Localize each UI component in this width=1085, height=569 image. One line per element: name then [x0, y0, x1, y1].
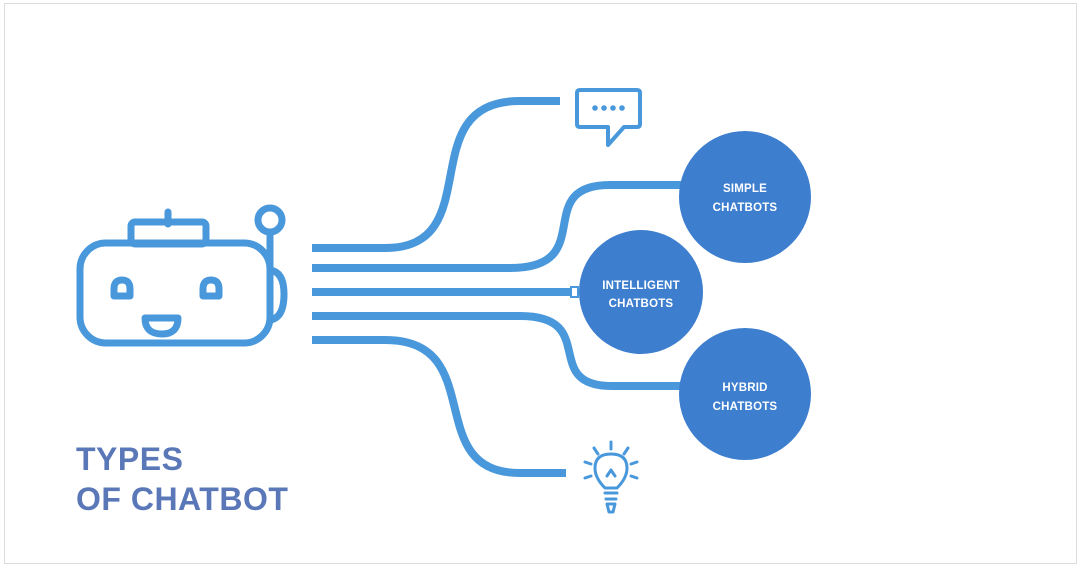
- connector-lines: [312, 97, 690, 477]
- node-label-line2: CHATBOTS: [713, 401, 778, 413]
- lightbulb-icon: [583, 440, 639, 514]
- node-label-line1: HYBRID: [722, 382, 767, 394]
- node-circle: [679, 131, 811, 263]
- node-label-line2: CHATBOTS: [609, 298, 674, 310]
- robot-icon: [76, 204, 288, 347]
- node-circle: [679, 328, 811, 460]
- connector-line-simple: [312, 181, 690, 272]
- chat-bubble-icon: [575, 88, 642, 147]
- page-title-line2: OF CHATBOT: [76, 481, 289, 517]
- connector-line-top: [312, 97, 560, 252]
- page-title-line1: TYPES: [76, 441, 184, 477]
- node-intelligent-chatbots: INTELLIGENT CHATBOTS: [570, 230, 703, 354]
- node-label-line1: SIMPLE: [723, 183, 767, 195]
- connector-line-bottom: [312, 336, 566, 477]
- node-label-line2: CHATBOTS: [713, 202, 778, 214]
- node-hybrid-chatbots: HYBRID CHATBOTS: [679, 328, 811, 460]
- node-label-line1: INTELLIGENT: [602, 280, 680, 292]
- node-circle: [579, 230, 703, 354]
- node-simple-chatbots: SIMPLE CHATBOTS: [679, 131, 811, 263]
- connector-line-hybrid: [312, 312, 690, 390]
